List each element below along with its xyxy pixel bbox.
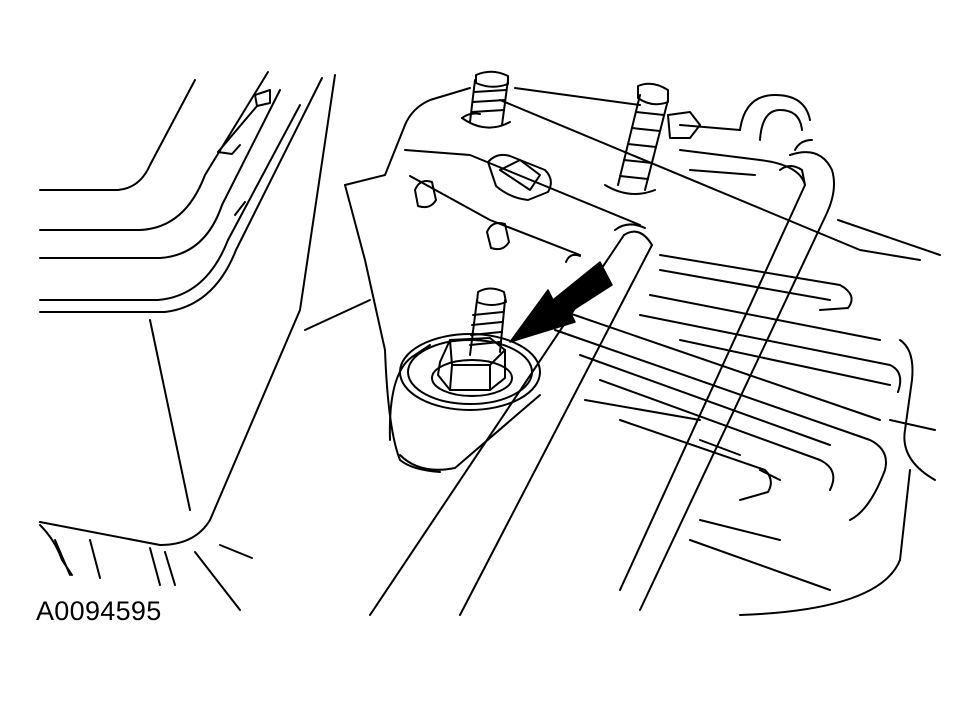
mounting-bracket [344,87,941,473]
lower-mounting-stud-with-nut [431,287,513,397]
figure-reference-code: A0094595 [36,596,162,626]
callout-arrow [509,261,613,343]
brake-line-tube [369,94,835,616]
upper-mounting-stud-right [604,82,701,195]
upper-mounting-stud-left [461,70,511,129]
lower-assembly [554,254,936,616]
lower-stud-boss [388,333,541,471]
left-housing [39,71,371,611]
